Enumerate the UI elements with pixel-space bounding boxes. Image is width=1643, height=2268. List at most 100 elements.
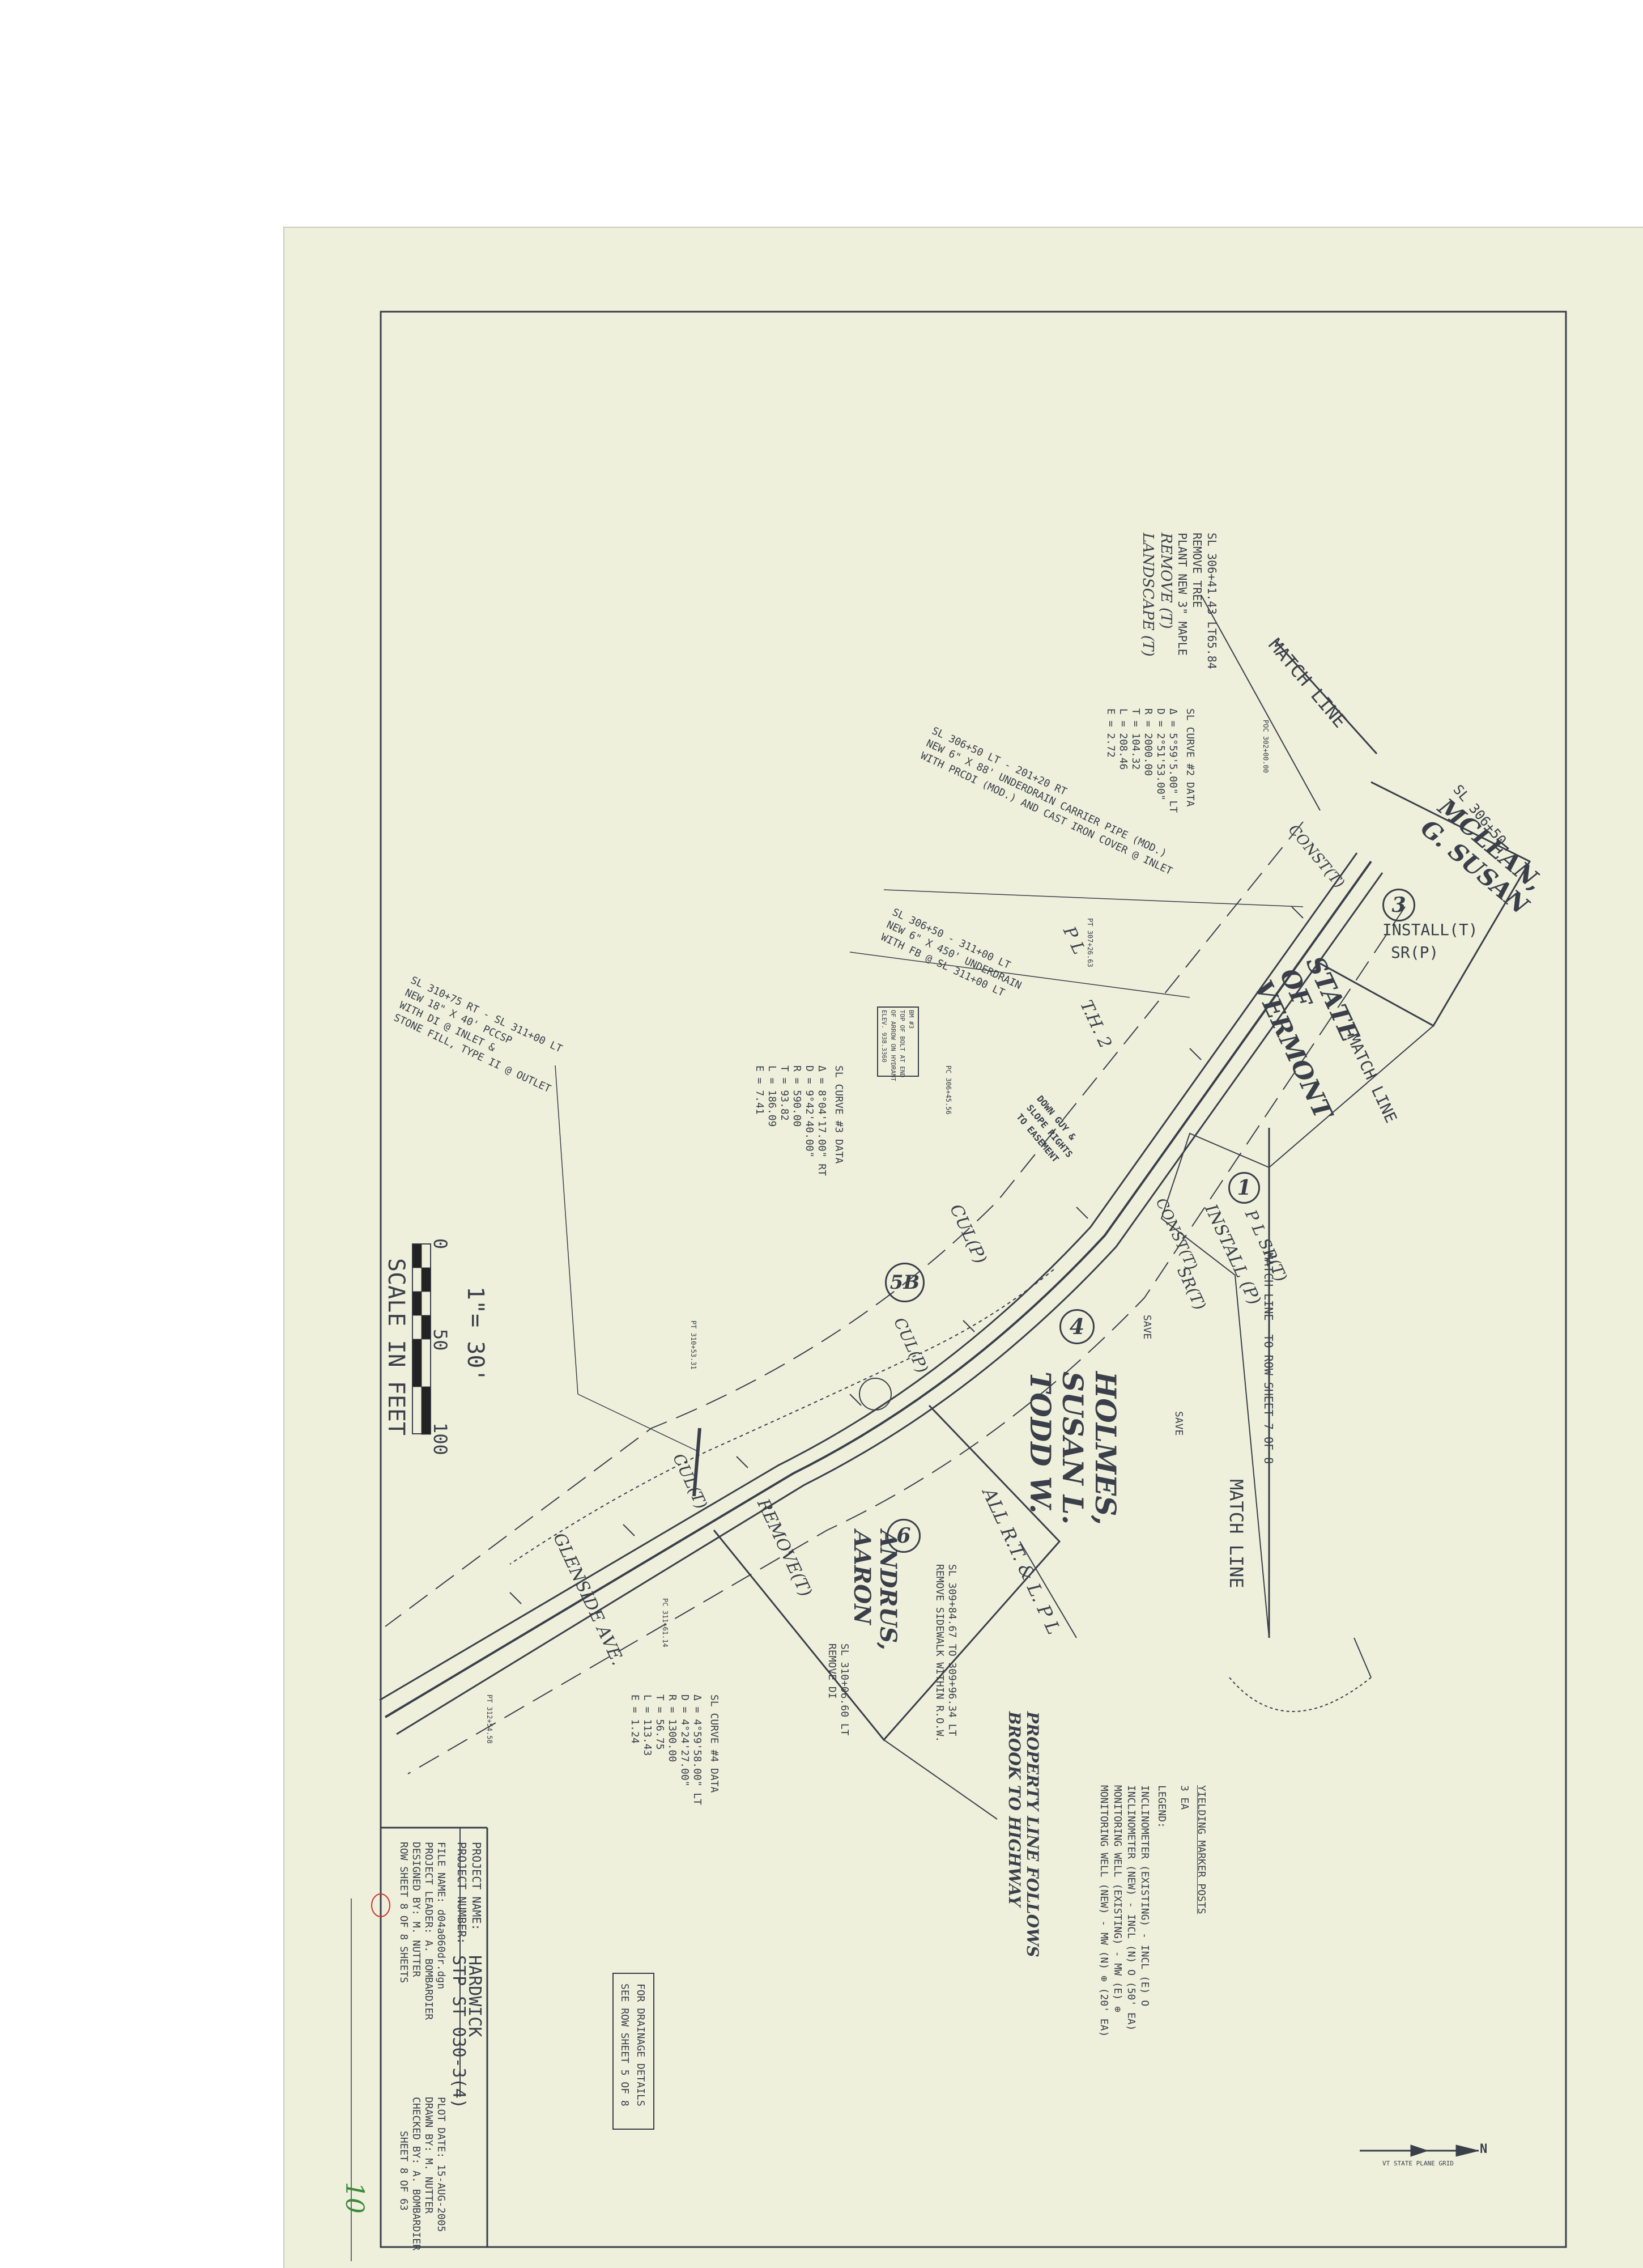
sheet-number: SHEET 8 OF 63	[398, 2131, 410, 2211]
red-circle-mark	[371, 1893, 390, 1917]
scale-tick-0: 0	[429, 1238, 451, 1250]
curve2-delta: Δ = 5°59'5.00" LT	[1167, 708, 1179, 813]
parcel-number-6: 6	[887, 1519, 921, 1553]
project-number-label: PROJECT NUMBER:	[455, 1842, 469, 1944]
row-sheet: ROW SHEET 8 OF 8 SHEETS	[398, 1842, 410, 1984]
curve3-d: D = 9°42'40.00"	[803, 1065, 815, 1158]
curve3-e: E = 7.41	[754, 1065, 765, 1115]
parcel-number-1: 1	[1228, 1172, 1260, 1204]
label-pt: PT 307+26.63	[1086, 918, 1094, 967]
curve2-t: T = 104.32	[1130, 708, 1142, 770]
label-sr-p: SR(P)	[1391, 943, 1439, 962]
legend-item-4: MONITORING WELL (NEW) - MW (N) ⊕ (20' EA…	[1098, 1785, 1110, 2037]
curve2-d: D = 2°51'53.00"	[1155, 708, 1167, 801]
curve3-r: R = 590.00	[791, 1065, 803, 1127]
curve4-e: E = 1.24	[629, 1694, 641, 1744]
curve4-d: D = 4°24'27.00"	[679, 1694, 691, 1787]
road-edge-left	[379, 852, 1358, 1701]
north-arrow-n: N	[1480, 2142, 1488, 2156]
row-line-1	[385, 821, 1304, 1627]
curve3-title: SL CURVE #3 DATA	[833, 1065, 845, 1164]
label-save-1: SAVE	[1141, 1315, 1153, 1340]
sheet-border	[380, 311, 1567, 2248]
file-name: FILE NAME: d04a060dr.dgn	[435, 1842, 447, 1990]
yielding-ea: 3 EA	[1178, 1785, 1190, 1810]
note-landscape-3: PLANT NEW 3" MAPLE	[1176, 533, 1189, 656]
label-poc: POC 302+00.00	[1262, 720, 1270, 773]
note-property-2: BROOK TO HIGHWAY	[1005, 1711, 1024, 1907]
curve3-t: T = 93.82	[778, 1065, 790, 1121]
label-save-2: SAVE	[1173, 1411, 1185, 1436]
curve2-r: R = 2000.00	[1142, 708, 1154, 776]
note-sidewalk-1: SL 309+84.67 TO 309+96.34 LT	[946, 1564, 958, 1736]
culvert	[692, 1428, 701, 1497]
parcel-number-4: 4	[1059, 1309, 1095, 1344]
curve2-title: SL CURVE #2 DATA	[1184, 708, 1196, 807]
note-remove-di-2: REMOVE DI	[826, 1643, 838, 1699]
curve2-e: E = 2.72	[1105, 708, 1117, 758]
match-line-top	[1274, 639, 1378, 755]
label-install-t: INSTALL(T)	[1382, 920, 1478, 939]
curve4-title: SL CURVE #4 DATA	[708, 1694, 720, 1793]
curve3-delta: Δ = 8°04'17.00" RT	[816, 1065, 828, 1177]
parcel-number-5b: 5B	[885, 1263, 925, 1302]
legend-title: LEGEND:	[1156, 1785, 1168, 1828]
woods-edge	[1229, 1677, 1372, 1712]
drawn-by: DRAWN BY: M. NUTTER	[423, 2097, 435, 2214]
note-landscape-5: LANDSCAPE (T)	[1139, 533, 1156, 657]
legend-item-1: INCLINOMETER (EXISTING) - INCL (E) O	[1139, 1785, 1151, 2007]
curve2-l: L = 208.46	[1117, 708, 1129, 770]
benchmark-box	[877, 1006, 919, 1077]
benchmark-2: TOP OF BOLT AT END	[899, 1010, 906, 1078]
benchmark-3: OF ARROW ON HYDRANT	[889, 1010, 897, 1081]
note-landscape-1: SL 306+41.43 LT65.84	[1205, 533, 1219, 669]
road-edge-right	[396, 872, 1384, 1735]
row-line-2	[407, 906, 1406, 1774]
north-arrow-label: VT STATE PLANE GRID	[1382, 2160, 1454, 2167]
drainage-note-line-2: SEE ROW SHEET 5 OF 8	[619, 1984, 631, 2106]
match-line-right-note: MATCH LINE TO ROW SHEET 7 OF 8	[1262, 1252, 1275, 1464]
parcel-4	[1160, 1132, 1270, 1638]
property-line	[883, 1739, 998, 1820]
north-arrow	[1360, 2144, 1479, 2157]
label-pc: PC 306+45.56	[944, 1065, 952, 1115]
hand-mark: 10	[340, 2182, 369, 2214]
curve4-t: T = 56.75	[654, 1694, 666, 1750]
project-leader: PROJECT LEADER: A. BOMBARDIER	[423, 1842, 435, 2020]
note-landscape-4: REMOVE (T)	[1157, 533, 1174, 629]
hedge	[509, 1269, 1054, 1565]
label-pc-2: PC 311+61.14	[661, 1598, 669, 1647]
plan-sheet	[283, 227, 1643, 2268]
plot-date: PLOT DATE: 15-AUG-2005	[435, 2097, 447, 2232]
checked-by: CHECKED BY: A. BOMBARDIER	[410, 2097, 422, 2250]
match-line-right-label: MATCH LINE	[1225, 1479, 1247, 1589]
note-sidewalk-2: REMOVE SIDEWALK WITHIN R.O.W.	[934, 1564, 946, 1743]
project-number: STP ST 030-3(4)	[449, 1955, 469, 2109]
owner-andrus: ANDRUS, AARON	[849, 1530, 901, 1650]
benchmark-4: ELEV. 938.3360	[880, 1010, 888, 1063]
scale-caption: SCALE IN FEET	[383, 1258, 409, 1436]
note-landscape-2: REMOVE TREE	[1190, 533, 1204, 608]
drainage-box	[612, 1973, 654, 2130]
parcel-number-3: 3	[1382, 889, 1415, 921]
scale-tick-100: 100	[429, 1422, 451, 1455]
parcel-vermont	[1269, 963, 1435, 1169]
road-centerline	[384, 860, 1372, 1718]
label-pt-2: PT 310+53.31	[689, 1320, 697, 1370]
legend-item-2: INCLINOMETER (NEW) - INCL (N) O (50' EA)	[1125, 1785, 1137, 2031]
scale-bar	[412, 1243, 431, 1435]
benchmark-1: BM #3	[908, 1010, 915, 1029]
label-pt-3: PT 312+54.58	[486, 1694, 493, 1744]
scale-tick-50: 50	[429, 1329, 451, 1351]
note-remove-di-1: SL 310+06.60 LT	[838, 1643, 850, 1736]
curve3-l: L = 186.09	[766, 1065, 778, 1127]
legend-item-3: MONITORING WELL (EXISTING) - MW (E) ⊕	[1112, 1785, 1123, 2012]
designed-by: DESIGNED BY: M. NUTTER	[410, 1842, 422, 1977]
curve4-r: R = 1300.00	[666, 1694, 678, 1762]
yielding-marker-posts: YIELDING MARKER POSTS	[1195, 1785, 1207, 1914]
drainage-note-line-1: FOR DRAINAGE DETAILS	[635, 1984, 646, 2106]
scale-ratio: 1"= 30'	[462, 1286, 488, 1382]
project-name-label: PROJECT NAME:	[470, 1842, 483, 1931]
curve4-delta: Δ = 4°59'58.00" LT	[691, 1694, 703, 1806]
